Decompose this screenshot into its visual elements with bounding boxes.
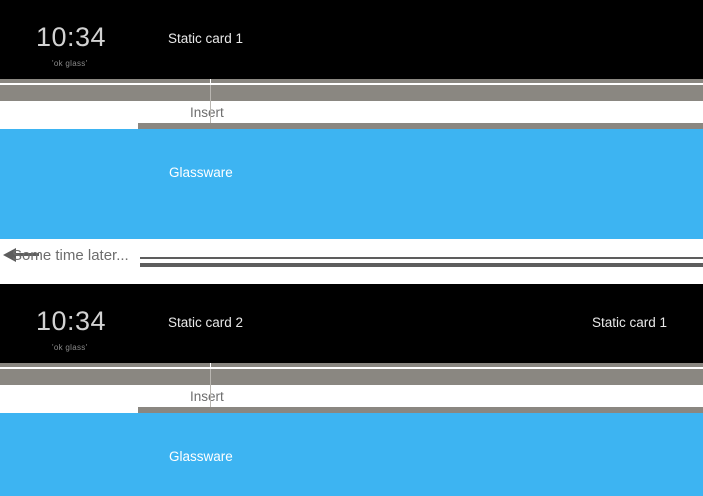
hotword-before: 'ok glass' [52,59,88,68]
transition-label: Some time later... [12,247,129,264]
arrow-tail-short [13,253,39,256]
scroll-thumb-before [0,85,703,101]
card-strip-after: 10:34 'ok glass' Static card 2 Static ca… [0,284,703,363]
insert-label-after: Insert [190,389,224,404]
scroll-track-top-before [0,79,703,83]
transition-row [0,239,703,284]
card-divider-tick-after [210,363,211,369]
transition-rule-lower [140,263,703,267]
glassware-label-after: Glassware [169,449,233,464]
card-strip-before: 10:34 'ok glass' Static card 1 [0,0,703,79]
scroll-gap-before [0,83,703,85]
card-label-static-card-2-after: Static card 2 [168,315,244,330]
glassware-edge-after [0,413,10,496]
scroll-track-top-after [0,363,703,367]
glassware-band-after: Glassware [0,413,703,496]
insert-divider-before [210,101,211,123]
insert-row-after: Insert [0,385,703,407]
insert-row-before: Insert [0,101,703,123]
card-divider-line-after [210,369,211,385]
separator-gap-after [0,407,138,413]
section-separator-before [0,123,703,129]
scroll-gap-after [0,367,703,369]
scroll-thumb-after [0,369,703,385]
glassware-label-before: Glassware [169,165,233,180]
hotword-after: 'ok glass' [52,343,88,352]
card-label-static-card-1-before: Static card 1 [168,31,244,46]
separator-gap-before [0,123,138,129]
clock-before: 10:34 [36,22,107,52]
section-separator-after [0,407,703,413]
card-divider-tick-before [210,79,211,85]
insert-divider-after [210,385,211,407]
clock-after: 10:34 [36,306,107,336]
card-divider-line-before [210,85,211,101]
card-label-static-card-1-after: Static card 1 [592,315,668,330]
insert-label-before: Insert [190,105,224,120]
glassware-band-before: Glassware [0,129,703,239]
glassware-edge-before [0,129,10,239]
transition-rule-upper [140,257,703,259]
left-arrow-icon [3,248,16,262]
